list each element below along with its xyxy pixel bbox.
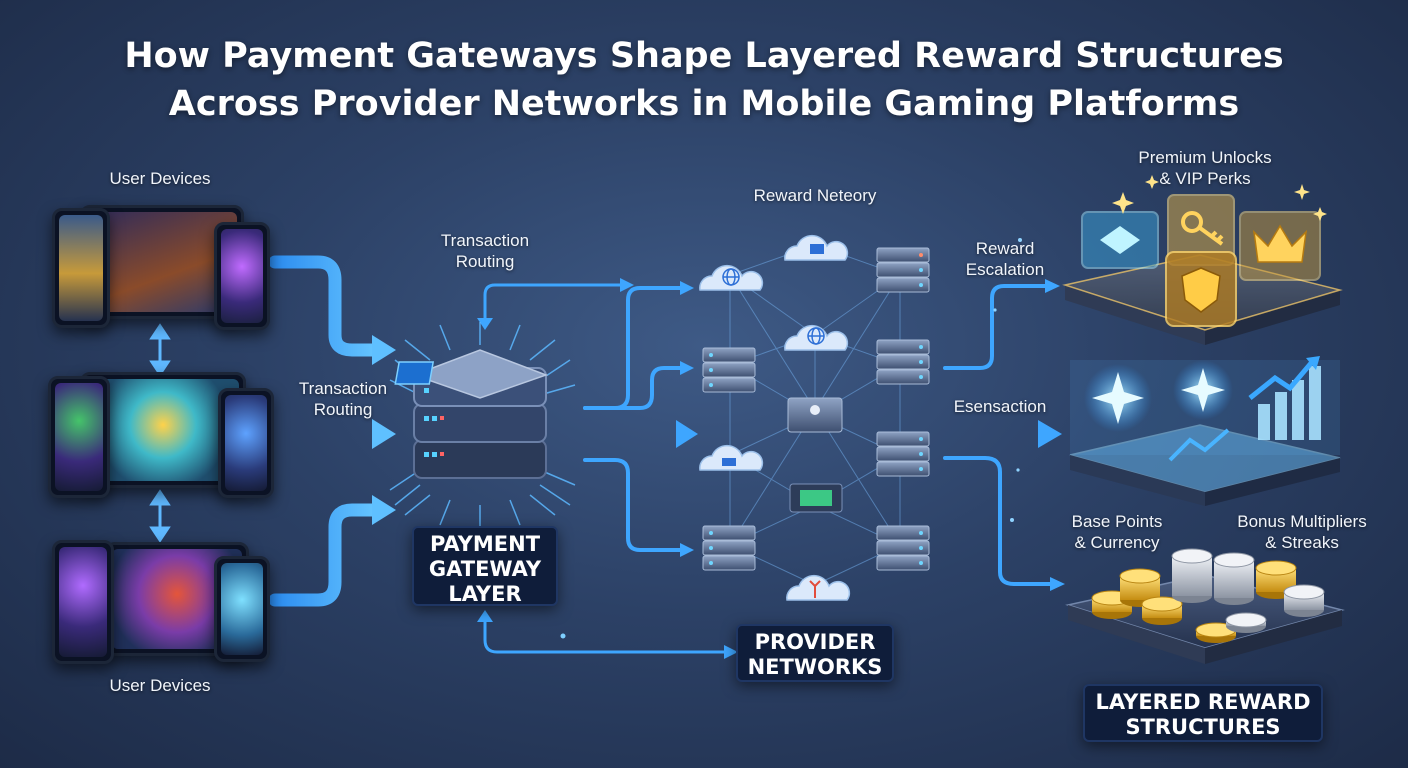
- base-points-line1: Base Points: [1071, 512, 1163, 531]
- premium-unlocks-label: Premium Unlocks & VIP Perks: [1110, 147, 1300, 189]
- title-line-1: How Payment Gateways Shape Layered Rewar…: [124, 36, 1284, 76]
- trend-chart-icon: [1168, 356, 1321, 462]
- phone-icon: [214, 222, 270, 330]
- chip-icon: [394, 349, 549, 479]
- reward-escalation-line2: Escalation: [965, 260, 1045, 279]
- cloud-icon: [699, 234, 851, 601]
- coin-stack-icon: [1091, 548, 1325, 643]
- payment-gateway-line1: PAYMENT: [429, 532, 541, 556]
- reward-escalation-label: Reward Escalation: [950, 238, 1060, 280]
- shield-icon: [1165, 251, 1237, 327]
- premium-line2: & VIP Perks: [1159, 169, 1251, 188]
- transaction-routing-mid-line1: Transaction: [298, 379, 388, 398]
- base-points-label: Base Points & Currency: [1058, 511, 1176, 553]
- provider-networks-box: PROVIDER NETWORKS: [736, 624, 894, 682]
- base-points-line2: & Currency: [1074, 533, 1160, 552]
- layered-reward-box: LAYERED REWARD STRUCTURES: [1083, 684, 1323, 742]
- device-to-gateway-arrows: [268, 255, 379, 607]
- star-burst-icon: [1084, 360, 1233, 432]
- transaction-routing-top-line2: Routing: [455, 252, 515, 271]
- phone-icon: [52, 540, 114, 664]
- payment-gateway-line2: GATEWAY: [428, 557, 542, 581]
- transaction-routing-label-mid: Transaction Routing: [278, 378, 408, 420]
- sparkles: [1112, 175, 1327, 221]
- layered-reward-line2: STRUCTURES: [1125, 715, 1281, 739]
- phone-icon: [218, 388, 274, 498]
- payment-gateway-line3: LAYER: [448, 582, 522, 606]
- payment-gateway-box: PAYMENT GATEWAY LAYER: [412, 526, 558, 606]
- title-line-2: Across Provider Networks in Mobile Gamin…: [168, 84, 1240, 124]
- bonus-multipliers-label: Bonus Multipliers & Streaks: [1222, 511, 1382, 553]
- bonus-line1: Bonus Multipliers: [1237, 512, 1367, 531]
- layered-reward-line1: LAYERED REWARD: [1095, 690, 1311, 714]
- esensaction-label: Esensaction: [953, 397, 1047, 416]
- ticket-icon: [1081, 211, 1159, 269]
- user-devices-label-top: User Devices: [109, 169, 211, 188]
- server-icon: [702, 247, 930, 571]
- provider-networks-line1: PROVIDER: [754, 630, 876, 654]
- bonus-line2: & Streaks: [1265, 533, 1339, 552]
- crown-icon: [1239, 211, 1321, 281]
- transaction-routing-top-line1: Transaction: [440, 231, 530, 250]
- phone-icon: [48, 376, 110, 498]
- arrow-device1-gateway: [268, 255, 379, 357]
- phone-icon: [52, 208, 110, 328]
- arrow-device3-gateway: [268, 503, 379, 607]
- phone-icon: [214, 556, 270, 662]
- reward-network-label: Reward Neteory: [753, 186, 877, 205]
- reward-escalation-line1: Reward: [975, 239, 1035, 258]
- premium-line1: Premium Unlocks: [1138, 148, 1272, 167]
- transaction-routing-mid-line2: Routing: [313, 400, 373, 419]
- globe-icon: [722, 268, 825, 345]
- page-title: How Payment Gateways Shape Layered Rewar…: [0, 32, 1408, 128]
- transaction-routing-label-top: Transaction Routing: [420, 230, 550, 272]
- user-devices-label-bottom: User Devices: [109, 676, 211, 695]
- provider-networks-line2: NETWORKS: [747, 655, 883, 679]
